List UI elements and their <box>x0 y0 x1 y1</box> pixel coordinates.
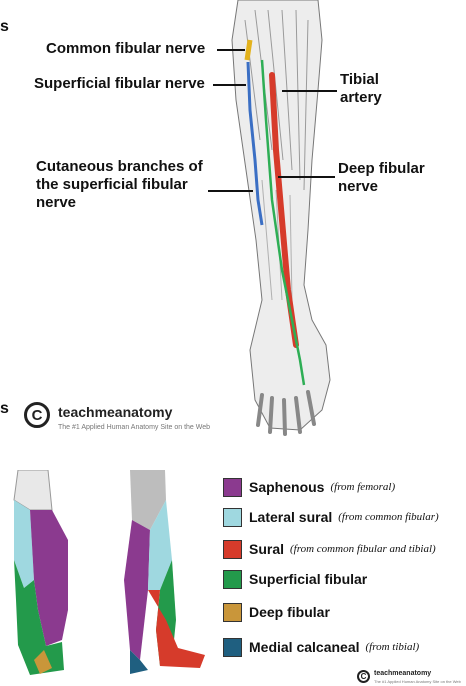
legend-item-superficial-fibular: Superficial fibular <box>223 568 367 590</box>
anterior-deep-fibular-region <box>34 650 52 674</box>
legend-swatch <box>223 637 242 657</box>
anterior-saphenous-region <box>30 510 68 646</box>
anterior-superficial-fibular-region <box>14 560 64 675</box>
brand-tagline: The #1 Applied Human Anatomy Site on the… <box>58 424 211 431</box>
leader-superficial-fibular <box>213 84 246 86</box>
leader-common-fibular <box>217 49 245 51</box>
legend-swatch <box>223 477 242 497</box>
brand-tagline-small: The #1 Applied Human Anatomy Site on the… <box>374 679 461 684</box>
legend-name: Medial calcaneal <box>249 639 360 655</box>
leader-deep-fibular <box>278 176 335 178</box>
copyright-logo-small-icon: C <box>357 670 370 683</box>
legend-note: (from common fibular and tibial) <box>290 543 436 555</box>
legend-item-medial-calcaneal: Medial calcaneal (from tibial) <box>223 636 419 658</box>
posterior-medial-calcaneal-region <box>130 650 148 674</box>
legend-item-sural: Sural (from common fibular and tibial) <box>223 538 436 560</box>
legend-item-lateral-sural: Lateral sural (from common fibular) <box>223 506 439 528</box>
copyright-logo-icon: C <box>24 402 50 428</box>
legend-item-saphenous: Saphenous (from femoral) <box>223 476 395 498</box>
label-tibial-artery: Tibial artery <box>340 71 382 106</box>
legend-swatch <box>223 602 242 622</box>
superficial-fibular-nerve-mark <box>246 61 264 226</box>
brand-name-small: teachmeanatomy <box>374 670 432 677</box>
brand-name: teachmeanatomy <box>58 404 173 420</box>
label-deep-fibular-nerve: Deep fibular nerve <box>338 160 425 195</box>
legend-name: Lateral sural <box>249 509 333 525</box>
label-cutaneous-branches: Cutaneous branches of the superficial fi… <box>36 158 203 211</box>
leader-cutaneous-branches <box>208 190 253 192</box>
legend-swatch <box>223 569 242 589</box>
common-fibular-nerve-mark <box>244 39 253 61</box>
leader-tibial-artery <box>282 90 337 92</box>
posterior-lateral-sural-region <box>148 500 172 590</box>
legend-name: Superficial fibular <box>249 571 368 587</box>
legend-note: (from femoral) <box>330 481 396 493</box>
posterior-thigh-grey <box>130 470 166 530</box>
label-common-fibular-nerve: Common fibular nerve <box>46 40 206 57</box>
legend-name: Sural <box>249 541 285 557</box>
legend-name: Deep fibular <box>249 604 330 620</box>
posterior-sural-region <box>148 590 205 668</box>
legend-note: (from tibial) <box>365 641 420 653</box>
legend-item-deep-fibular: Deep fibular <box>223 601 330 623</box>
label-superficial-fibular-nerve: Superficial fibular nerve <box>34 75 205 92</box>
leg-anatomy-illustration <box>231 0 331 436</box>
dermatome-legs-illustration <box>13 470 205 675</box>
legend-swatch <box>223 539 242 559</box>
legend-note: (from common fibular) <box>338 511 439 523</box>
posterior-saphenous-region <box>124 520 150 660</box>
legend-swatch <box>223 507 242 527</box>
posterior-leg <box>124 470 205 674</box>
toe-bones <box>256 390 316 436</box>
legend-name: Saphenous <box>249 479 325 495</box>
anterior-lateral-sural-region <box>14 500 34 588</box>
deep-fibular-nerve-mark <box>260 59 306 386</box>
cutoff-letter-middle: s <box>0 400 9 417</box>
anterior-leg <box>13 470 68 675</box>
cutoff-letter-top: s <box>0 18 9 35</box>
